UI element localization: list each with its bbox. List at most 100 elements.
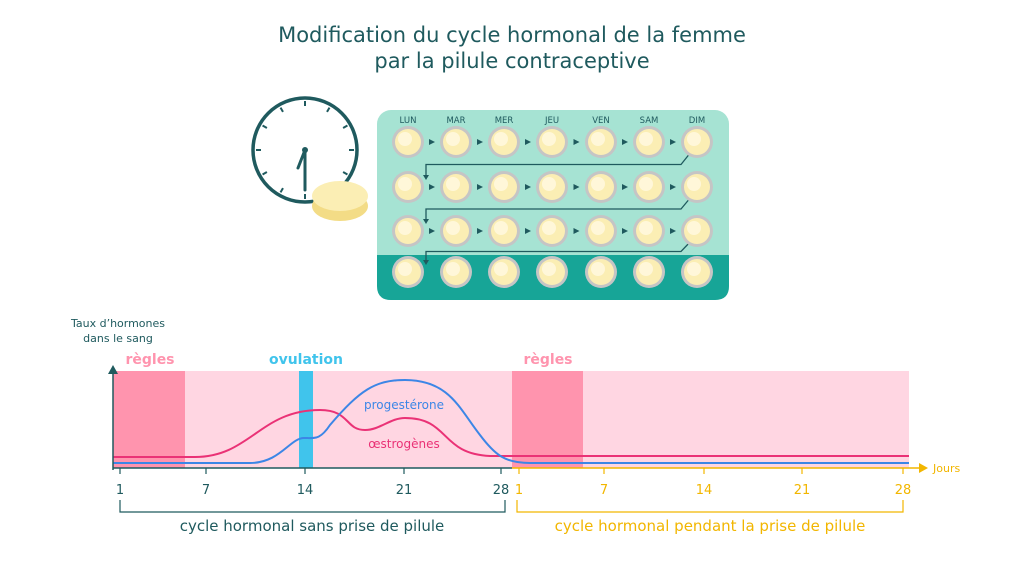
tick-label: 28 <box>493 483 510 498</box>
pill-placebo <box>440 256 472 288</box>
sequence-arrow-icon <box>573 228 580 234</box>
pill-active <box>633 171 665 203</box>
pill-active <box>585 171 617 203</box>
sequence-arrow-icon <box>423 260 429 265</box>
day-label: VEN <box>592 116 610 126</box>
tick-label: 7 <box>202 483 210 498</box>
pill-active <box>440 126 472 158</box>
pill-active <box>392 126 424 158</box>
bracket-cycle1 <box>119 500 506 513</box>
tick-label: 14 <box>696 483 713 498</box>
pill-active <box>681 215 713 247</box>
clock-icon <box>251 96 359 204</box>
clock-tick <box>279 107 284 113</box>
pill-active <box>392 215 424 247</box>
row-link-line <box>425 151 692 177</box>
day-label: MAR <box>446 116 465 126</box>
x-axis-arrow-icon <box>919 463 928 473</box>
pill-active <box>488 126 520 158</box>
bracket-label-1: cycle hormonal sans prise de pilule <box>180 517 445 535</box>
pill-active <box>585 126 617 158</box>
tick-label: 1 <box>515 483 523 498</box>
sequence-arrow-icon <box>477 228 483 234</box>
row-link-line <box>425 196 692 221</box>
pill-active <box>585 215 617 247</box>
clock-tick <box>279 187 284 193</box>
chart-background <box>113 371 909 468</box>
pill-active <box>681 126 713 158</box>
pill-active <box>633 215 665 247</box>
y-axis-label-line1: Taux d’hormones <box>70 317 165 330</box>
page-title: Modification du cycle hormonal de la fem… <box>278 23 746 47</box>
pill-placebo <box>392 256 424 288</box>
y-axis-arrow-icon <box>108 365 118 374</box>
sequence-arrow-icon <box>622 184 628 190</box>
sequence-arrow-icon <box>525 139 531 145</box>
bracket-label-2: cycle hormonal pendant la prise de pilul… <box>555 517 866 535</box>
pill-placebo <box>585 256 617 288</box>
pill-placebo <box>536 256 568 288</box>
sequence-arrow-icon <box>670 139 676 145</box>
tick-label: 1 <box>116 483 124 498</box>
clock-tick <box>342 124 348 129</box>
ovulation-band <box>299 371 313 468</box>
progesterone-label: progestérone <box>364 398 444 412</box>
day-label: JEU <box>544 116 559 126</box>
y-axis-label-line2: dans le sang <box>83 332 153 345</box>
row-link-line <box>425 240 692 262</box>
day-label: LUN <box>400 116 417 126</box>
pill-active <box>633 126 665 158</box>
pill-active <box>681 171 713 203</box>
oestrogen-curve <box>113 408 909 458</box>
pill-placebo <box>488 256 520 288</box>
tick-label: 28 <box>895 483 912 498</box>
sequence-arrow-icon <box>477 139 483 145</box>
clock-tick <box>342 171 348 176</box>
pill-active <box>536 126 568 158</box>
day-label: SAM <box>640 116 659 126</box>
pill-active <box>440 215 472 247</box>
pill-active <box>536 215 568 247</box>
sequence-arrow-icon <box>670 228 676 234</box>
clock-tick <box>262 171 268 176</box>
pill-icon <box>312 181 368 221</box>
page-subtitle: par la pilule contraceptive <box>374 49 650 73</box>
pill-pack: LUN MAR MER JEU VEN SAM DIM <box>377 110 729 300</box>
x-axis-label: Jours <box>932 462 960 475</box>
tick-label: 21 <box>794 483 811 498</box>
tick-label: 7 <box>600 483 608 498</box>
sequence-arrow-icon <box>429 139 435 145</box>
sequence-arrow-icon <box>622 228 628 234</box>
sequence-arrow-icon <box>670 184 676 190</box>
pill-active <box>536 171 568 203</box>
pill-active <box>488 215 520 247</box>
period-label-1: règles <box>125 352 174 368</box>
ovulation-label: ovulation <box>269 352 343 368</box>
tick-label: 14 <box>297 483 314 498</box>
sequence-arrow-icon <box>573 139 580 145</box>
pill-active <box>488 171 520 203</box>
day-label: MER <box>495 116 514 126</box>
period-band-2 <box>512 371 583 468</box>
sequence-arrow-icon <box>429 228 435 234</box>
pill-placebo <box>681 256 713 288</box>
period-band-1 <box>113 371 185 468</box>
sequence-arrow-icon <box>423 175 429 180</box>
sequence-arrow-icon <box>477 184 483 190</box>
pill-placebo <box>633 256 665 288</box>
bracket-cycle2 <box>516 500 904 513</box>
clock-tick <box>262 124 268 129</box>
period-label-2: règles <box>523 352 572 368</box>
sequence-arrow-icon <box>423 219 429 224</box>
pill-active <box>392 171 424 203</box>
sequence-arrow-icon <box>525 228 531 234</box>
tick-label: 21 <box>396 483 413 498</box>
progesterone-curve <box>113 378 909 464</box>
sequence-arrow-icon <box>429 184 435 190</box>
sequence-arrow-icon <box>525 184 531 190</box>
oestrogen-label: œstrogènes <box>368 437 439 451</box>
day-label: DIM <box>689 116 705 126</box>
sequence-arrow-icon <box>622 139 628 145</box>
sequence-arrow-icon <box>573 184 580 190</box>
